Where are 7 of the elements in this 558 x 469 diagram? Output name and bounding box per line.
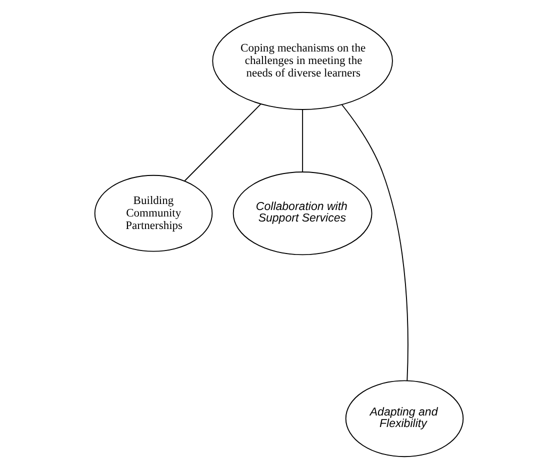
- node-ellipse: Collaboration with Support Services: [232, 172, 372, 256]
- connector: [184, 104, 262, 182]
- node-ellipse: Coping mechanisms on the challenges in meeting the needs of diverse learners: [212, 12, 393, 110]
- connector: [341, 104, 408, 382]
- connector: [302, 109, 304, 172]
- node-ellipse: Adapting and Flexibility: [345, 380, 464, 458]
- node-ellipse: Building Community Partnerships: [94, 174, 213, 252]
